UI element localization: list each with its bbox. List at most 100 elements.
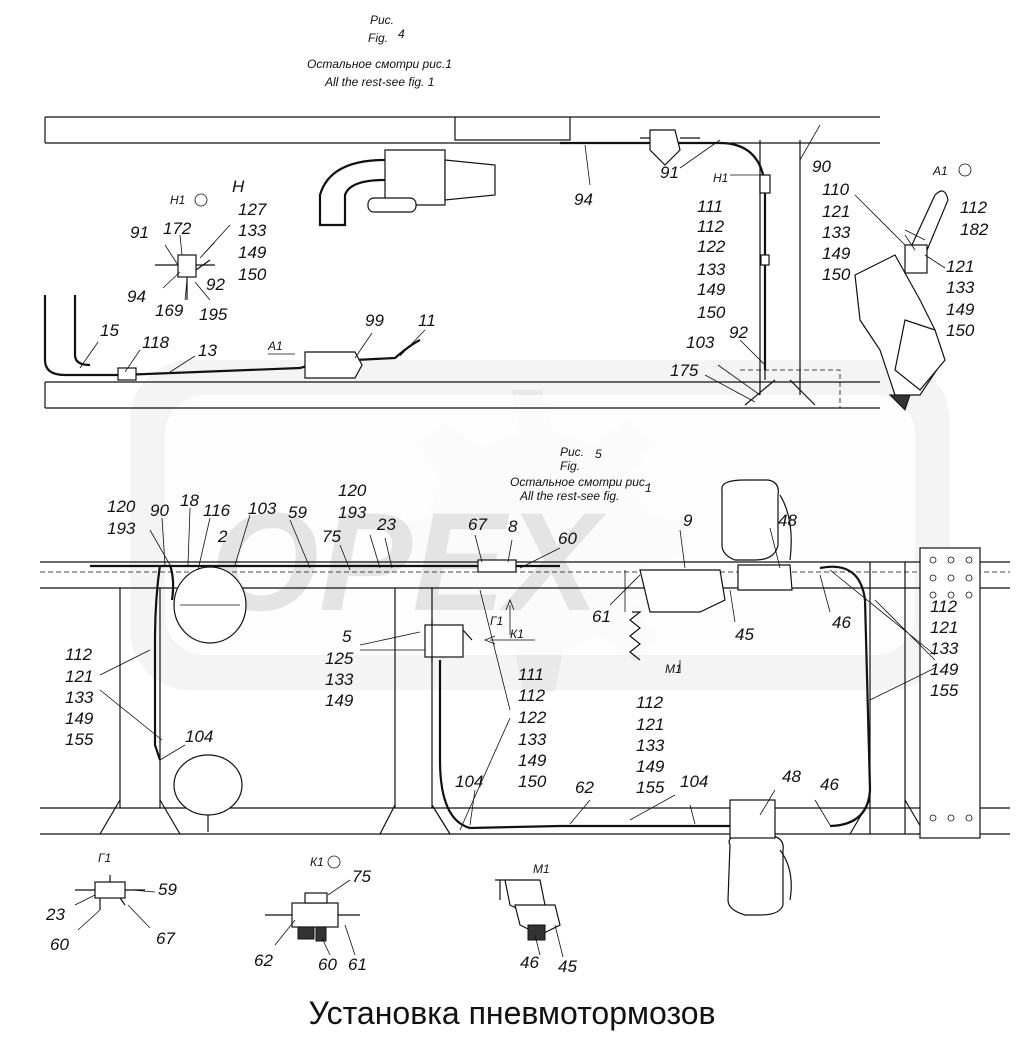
arrow-h1: H1 [713, 171, 728, 185]
label-a-150l: 150 [822, 265, 851, 284]
fig4-ru: Рис. [370, 13, 394, 27]
view-h1-title: H1 [170, 193, 185, 207]
arrow-m1: М1 [665, 662, 682, 676]
label-48b: 48 [782, 767, 801, 786]
top-note-en: All the rest-see fig. 1 [324, 75, 434, 89]
label-46b: 46 [820, 775, 839, 794]
label-125: 125 [325, 649, 354, 668]
label-a-121l: 121 [822, 202, 850, 221]
label-n-149: 149 [636, 757, 665, 776]
arrow-k1: К1 [510, 627, 524, 641]
top-note-ru: Остальное смотри рис.1 [307, 57, 452, 71]
label-11: 11 [418, 311, 436, 330]
label-150: 150 [697, 303, 726, 322]
label-a-133l: 133 [822, 223, 851, 242]
label-13: 13 [198, 341, 217, 360]
label-104c: 104 [680, 772, 708, 791]
detail-m1-46: 46 [520, 953, 539, 972]
label-m-149: 149 [518, 751, 547, 770]
fig5-en: Fig. [560, 459, 580, 473]
label-r-133: 133 [930, 639, 959, 658]
label-a-149: 149 [946, 300, 975, 319]
label-n-155: 155 [636, 778, 665, 797]
detail-g1-59: 59 [158, 880, 177, 899]
label-149a: 149 [325, 691, 354, 710]
label-m-150: 150 [518, 772, 547, 791]
label-122: 122 [697, 237, 726, 256]
label-59: 59 [288, 503, 307, 522]
label-a-110: 110 [822, 180, 850, 199]
label-h-133: 133 [238, 221, 267, 240]
label-h-150: 150 [238, 265, 267, 284]
label-n-112: 112 [636, 693, 664, 712]
label-a-182: 182 [960, 220, 989, 239]
label-h-172: 172 [163, 219, 192, 238]
label-118: 118 [142, 333, 170, 352]
label-h-92: 92 [206, 275, 225, 294]
label-103: 103 [686, 333, 715, 352]
label-h-94: 94 [127, 287, 146, 306]
label-m-111: 111 [518, 665, 544, 684]
detail-g1-60: 60 [50, 935, 69, 954]
label-111: 111 [697, 197, 723, 216]
detail-k1-60: 60 [318, 955, 337, 974]
label-90: 90 [150, 501, 169, 520]
label-a-121: 121 [946, 257, 974, 276]
fig5-ru: Рис. [560, 445, 584, 459]
label-193b: 193 [338, 503, 367, 522]
detail-k1-62: 62 [254, 951, 273, 970]
label-99: 99 [365, 311, 384, 330]
label-a-149l: 149 [822, 244, 851, 263]
page-title: Установка пневмотормозов [308, 995, 716, 1031]
bracket-holes [929, 556, 973, 822]
label-h-91: 91 [130, 223, 149, 242]
label-46a: 46 [832, 613, 851, 632]
label-r-112: 112 [930, 597, 958, 616]
detail-m1-title: М1 [533, 862, 550, 876]
label-67: 67 [468, 515, 487, 534]
label-n-121: 121 [636, 715, 664, 734]
arrow-a1: A1 [267, 339, 283, 353]
detail-m1-45: 45 [558, 957, 577, 976]
label-133a: 133 [325, 670, 354, 689]
label-a-112: 112 [960, 198, 988, 217]
label-l-121: 121 [65, 667, 93, 686]
label-h-127: 127 [238, 200, 267, 219]
fig4-number: 4 [398, 27, 405, 41]
label-120b: 120 [338, 481, 367, 500]
label-18: 18 [180, 491, 199, 510]
bottom-view: Рис. Fig. 5 Остальное смотри рис. All th… [40, 445, 1010, 916]
label-112: 112 [697, 217, 725, 236]
label-62: 62 [575, 778, 594, 797]
label-90: 90 [812, 157, 831, 176]
detail-g1-title: Г1 [98, 851, 111, 865]
label-l-112: 112 [65, 645, 93, 664]
view-a1-title: A1 [932, 164, 948, 178]
label-2: 2 [217, 527, 228, 546]
detail-k1-75: 75 [352, 867, 371, 886]
label-8: 8 [508, 517, 518, 536]
label-91: 91 [660, 163, 679, 182]
label-h-169: 169 [155, 301, 184, 320]
label-m-133: 133 [518, 730, 547, 749]
label-104a: 104 [185, 727, 213, 746]
label-60: 60 [558, 529, 577, 548]
label-175: 175 [670, 361, 699, 380]
fig4-en: Fig. [368, 31, 388, 45]
fig5-number: 5 [595, 447, 602, 461]
bottom-note-en: All the rest-see fig. [519, 489, 619, 503]
label-l-133: 133 [65, 688, 94, 707]
label-116: 116 [203, 501, 231, 520]
label-h-195: 195 [199, 305, 228, 324]
label-45: 45 [735, 625, 754, 644]
label-9: 9 [683, 511, 693, 530]
label-103: 103 [248, 499, 277, 518]
detail-k1: К1 75 62 60 61 [254, 855, 371, 974]
view-h-title: H [232, 177, 245, 196]
label-15: 15 [100, 321, 119, 340]
label-133: 133 [697, 260, 726, 279]
label-r-149: 149 [930, 660, 959, 679]
top-view: Рис. Fig. 4 Остальное смотри рис.1 All t… [43, 13, 989, 411]
label-94: 94 [574, 190, 593, 209]
